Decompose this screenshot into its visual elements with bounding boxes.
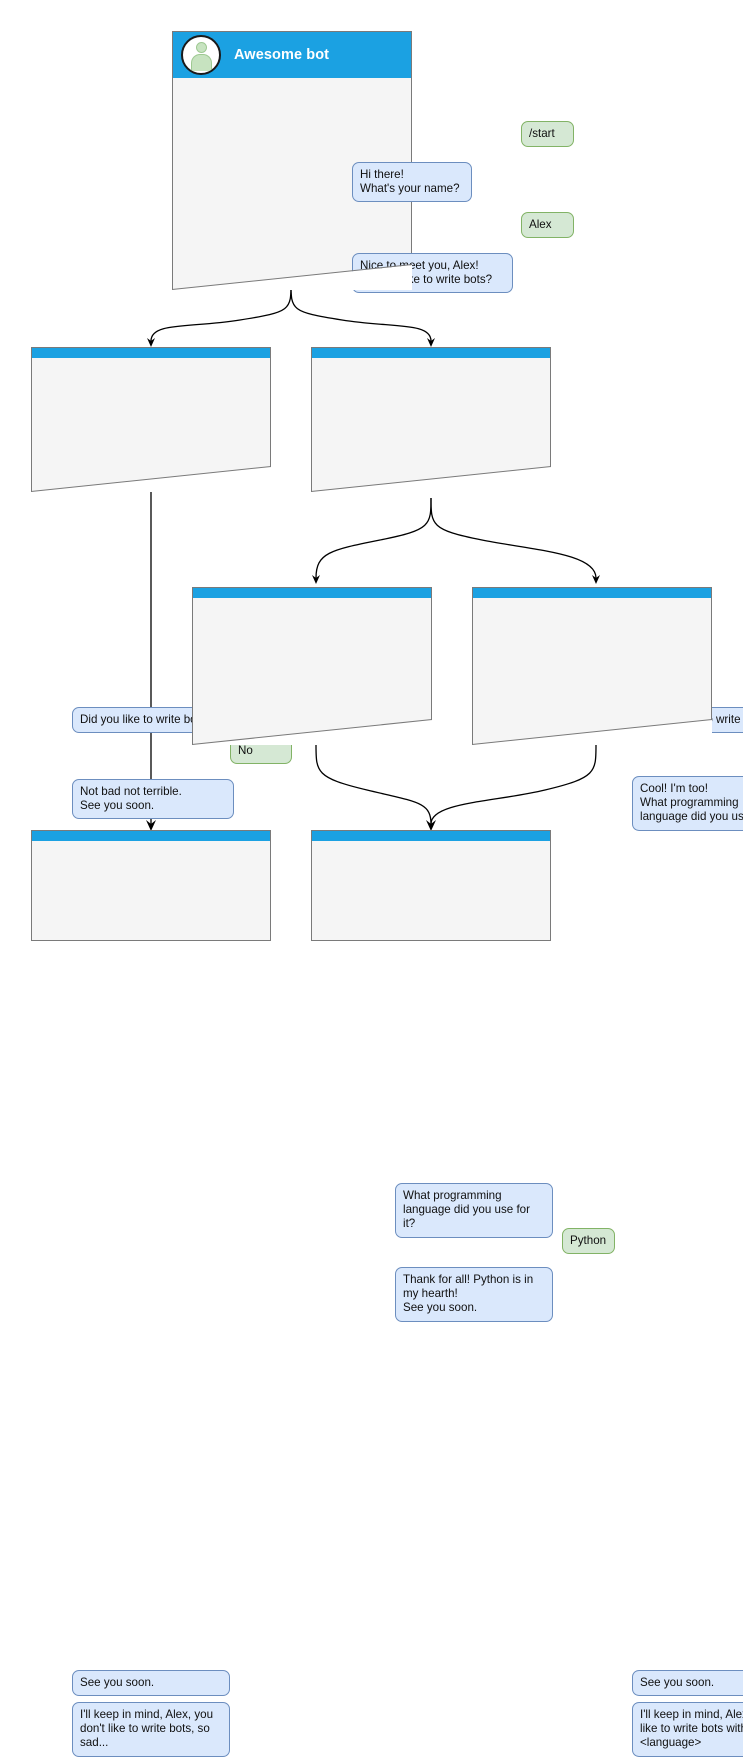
flowchart-canvas: Awesome bot /start Hi there! What's your… xyxy=(31,31,743,1757)
message-bubble-bot[interactable]: Cool! I'm too! What programming language… xyxy=(632,776,743,831)
card-go-branch[interactable]: What programming language did you use fo… xyxy=(472,587,712,745)
avatar-head xyxy=(195,42,207,53)
edge-root-to-no xyxy=(150,282,292,342)
card-skew-mask xyxy=(311,466,551,492)
message-bubble-bot[interactable]: Thank for all! Python is in my hearth! S… xyxy=(395,1267,553,1322)
card-no-branch[interactable]: Did you like to write bots? No Not bad n… xyxy=(31,347,292,820)
card-yes-branch[interactable]: Did you like to write bots? Yes Cool! I'… xyxy=(311,347,743,831)
message-bubble-user[interactable]: Alex xyxy=(521,212,574,239)
edge-arrow-yes-to-go xyxy=(592,575,600,584)
message-bubble-bot[interactable]: See you soon. xyxy=(632,1670,743,1697)
card-python-branch[interactable]: What programming language did you use fo… xyxy=(192,587,615,1322)
card-background xyxy=(311,347,551,492)
edge-arrow-root-to-no xyxy=(147,338,155,347)
message-bubble-bot[interactable]: I'll keep in mind, Alex, you like to wri… xyxy=(632,1702,743,1757)
card-header-bar xyxy=(32,831,270,841)
bot-name-label: Awesome bot xyxy=(234,47,330,63)
card-root[interactable]: Awesome bot /start Hi there! What's your… xyxy=(172,31,574,294)
card-end-sad[interactable]: See you soon. I'll keep in mind, Alex, y… xyxy=(31,830,271,1757)
card-header-bar xyxy=(312,831,550,841)
card-skew-mask xyxy=(472,719,712,745)
card-background xyxy=(472,587,712,745)
message-bubble-bot[interactable]: See you soon. xyxy=(72,1670,230,1697)
card-header-bar xyxy=(473,588,711,598)
message-bubble-bot[interactable]: Not bad not terrible. See you soon. xyxy=(72,779,234,820)
message-bubble-bot[interactable]: What programming language did you use fo… xyxy=(395,1183,553,1238)
card-skew-mask xyxy=(172,264,412,290)
card-background xyxy=(31,830,271,941)
message-bubble-bot[interactable]: Hi there! What's your name? xyxy=(352,162,472,203)
message-bubble-bot[interactable]: I'll keep in mind, Alex, you don't like … xyxy=(72,1702,230,1757)
card-skew-mask xyxy=(192,719,432,745)
card-end-happy[interactable]: See you soon. I'll keep in mind, Alex, y… xyxy=(311,830,743,1757)
edge-yes-to-python xyxy=(315,497,432,579)
card-background xyxy=(311,830,551,941)
message-bubble-user[interactable]: Python xyxy=(562,1228,615,1255)
message-bubble-user[interactable]: /start xyxy=(521,121,574,148)
card-background xyxy=(192,587,432,745)
card-skew-mask xyxy=(31,466,271,492)
edge-python-to-end-happy xyxy=(315,744,432,825)
edge-go-to-end-happy xyxy=(430,744,597,825)
edge-yes-to-go xyxy=(430,497,597,579)
edge-arrow-yes-to-python xyxy=(312,575,320,584)
card-header-bar xyxy=(32,348,270,358)
card-background xyxy=(31,347,271,492)
card-header-bar xyxy=(193,588,431,598)
bot-header: Awesome bot xyxy=(173,32,411,78)
edge-arrow-root-to-yes xyxy=(427,338,435,347)
card-header-bar xyxy=(312,348,550,358)
person-avatar-icon xyxy=(181,35,221,75)
avatar-body xyxy=(190,54,212,71)
